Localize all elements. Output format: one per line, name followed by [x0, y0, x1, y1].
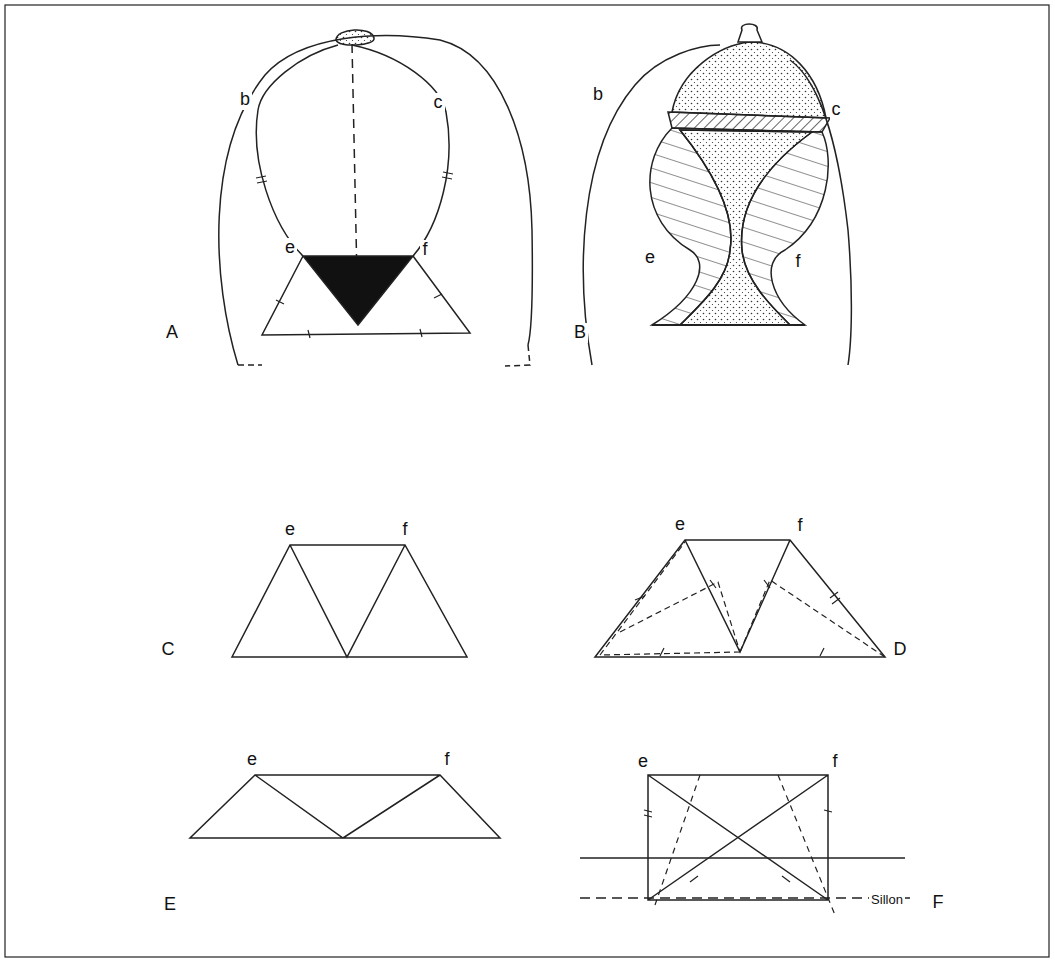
panel-letter: E — [162, 895, 178, 915]
point-label: f — [420, 240, 429, 260]
point-label: f — [795, 516, 804, 536]
point-label: f — [830, 752, 839, 772]
figure-lines — [5, 5, 1049, 957]
point-label: b — [591, 85, 605, 105]
frame — [5, 5, 1049, 957]
point-label: e — [245, 750, 259, 770]
dash-a — [238, 364, 262, 366]
curve-b — [256, 45, 338, 256]
base-b — [652, 324, 805, 326]
point-label: e — [636, 752, 650, 772]
point-label: e — [673, 515, 687, 535]
point-label: b — [238, 90, 252, 110]
curve-c — [352, 45, 449, 256]
point-label: e — [283, 238, 297, 258]
point-label: f — [400, 520, 409, 540]
ticks — [256, 172, 453, 338]
point-label: f — [793, 252, 802, 272]
line-f — [580, 857, 905, 859]
ticks-d — [635, 580, 840, 656]
black-triangle — [303, 256, 413, 325]
panel-letter: B — [572, 323, 588, 343]
dash-a2 — [505, 345, 530, 366]
dashed-f — [655, 775, 835, 915]
figure-d — [595, 540, 885, 657]
central-stipple — [680, 130, 812, 325]
point-label: e — [643, 248, 657, 268]
figure-f — [648, 775, 828, 900]
sillon-label: Sillon — [869, 893, 905, 907]
point-label: e — [283, 520, 297, 540]
sillon-line — [580, 897, 910, 899]
nipple — [336, 30, 374, 45]
panel-letter: C — [160, 640, 177, 660]
panel-letter: F — [931, 893, 946, 913]
panel-letter: D — [892, 640, 909, 660]
figure-e — [190, 775, 500, 838]
point-label: c — [830, 100, 843, 120]
figure-c — [232, 545, 467, 657]
central-white — [680, 130, 812, 325]
point-label: f — [442, 750, 451, 770]
outline-a — [219, 36, 533, 365]
panel-letter: A — [164, 323, 180, 343]
dome — [672, 42, 826, 118]
ticks-f — [644, 810, 832, 882]
point-label: c — [432, 93, 445, 113]
nipple-b — [738, 24, 762, 42]
dashed-d — [600, 542, 885, 657]
striped-lobes — [650, 128, 828, 325]
